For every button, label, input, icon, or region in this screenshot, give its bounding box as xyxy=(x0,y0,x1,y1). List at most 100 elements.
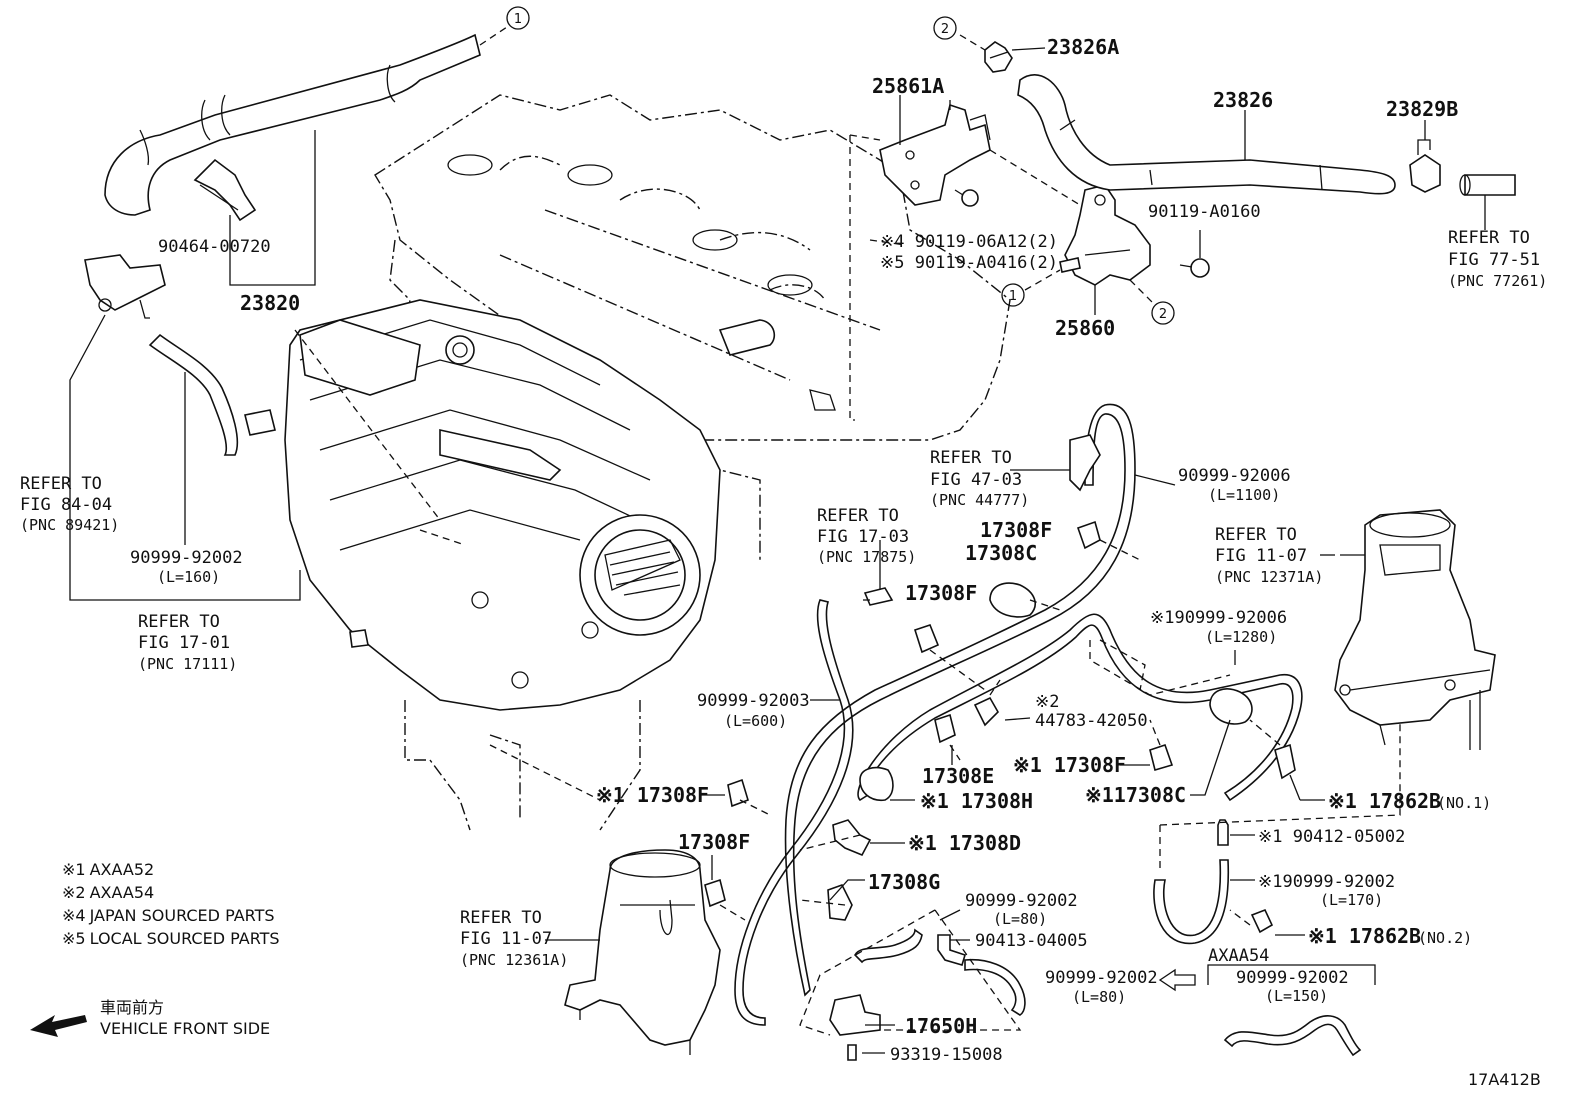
ref-47-03-l2: FIG 47-03 xyxy=(930,470,1022,490)
label-17308f-3: ※1 17308F xyxy=(1013,753,1126,777)
vehicle-front-arrow xyxy=(30,1015,87,1037)
ref-84-04-l3: (PNC 89421) xyxy=(20,516,119,534)
hose-23820 xyxy=(104,24,511,216)
label-17308h: ※1 17308H xyxy=(920,789,1033,813)
label-90119-06a12: ※4 90119-06A12(2) xyxy=(880,232,1058,252)
label-17308g: 17308G xyxy=(868,870,940,894)
ref-84-04-l1: REFER TO xyxy=(20,474,102,494)
label-90464-00720: 90464-00720 xyxy=(158,237,271,257)
label-23820: 23820 xyxy=(240,291,300,315)
leader-lines xyxy=(700,100,1335,1054)
ref-77-51-l3: (PNC 77261) xyxy=(1448,272,1547,290)
clamp-90464-00720 xyxy=(193,158,257,222)
label-92002c-len: (L=80) xyxy=(993,910,1047,928)
clip-17308d xyxy=(832,819,872,857)
label-17862b-2: ※1 17862B xyxy=(1308,924,1421,948)
vsv-17650h xyxy=(829,994,881,1036)
label-17650h: 17650H xyxy=(905,1014,977,1038)
label-92003-len: (L=600) xyxy=(724,712,787,730)
engine-mount-left xyxy=(564,849,721,1055)
hollow-arrow xyxy=(1158,968,1196,992)
ref-17-01-l3: (PNC 17111) xyxy=(138,655,237,673)
fitting-90412 xyxy=(1217,819,1229,846)
label-90119-a0160: 90119-A0160 xyxy=(1148,202,1261,222)
clip-44783 xyxy=(973,696,999,727)
ref-17-03-l1: REFER TO xyxy=(817,506,899,526)
ref-11-07a-l2: FIG 11-07 xyxy=(1215,546,1307,566)
label-92002d-len: (L=80) xyxy=(1072,988,1126,1006)
ref-17-03-l3: (PNC 17875) xyxy=(817,548,916,566)
label-17862b-1-no: (NO.1) xyxy=(1437,794,1491,812)
fitting-90413 xyxy=(937,934,966,966)
label-17862b-2-no: (NO.2) xyxy=(1418,929,1472,947)
label-17308f-4: ※1 17308F xyxy=(596,783,709,807)
bolt-90119-06a12 xyxy=(954,189,979,207)
clips-fittings xyxy=(704,434,1296,1061)
label-17862b-1: ※1 17862B xyxy=(1328,789,1441,813)
label-92006-len: (L=1100) xyxy=(1208,486,1280,504)
ref-77-51-l2: FIG 77-51 xyxy=(1448,250,1540,270)
ref-47-03-l3: (PNC 44777) xyxy=(930,491,1029,509)
label-17308f-5: 17308F xyxy=(678,830,750,854)
part-labels: 23826A 25861A 23826 23829B 90119-A0160 ※… xyxy=(20,35,1547,1065)
label-44783-mark: ※2 xyxy=(1035,692,1059,712)
bolt-90119-a0160 xyxy=(1179,258,1210,278)
label-17308d: ※1 17308D xyxy=(908,831,1021,855)
label-92006b: ※190999-92006 xyxy=(1150,608,1287,628)
clip-17308f-2 xyxy=(913,624,940,654)
label-92002e-len: (L=150) xyxy=(1265,987,1328,1005)
clamp-23829b xyxy=(1409,139,1441,193)
label-92002d: 90999-92002 xyxy=(1045,968,1158,988)
label-23829b: 23829B xyxy=(1386,97,1458,121)
fitting-17-03 xyxy=(863,587,894,606)
clip-17308g xyxy=(827,884,853,921)
direction-jp: 車両前方 xyxy=(100,998,164,1017)
direction-en: VEHICLE FRONT SIDE xyxy=(100,1019,270,1038)
clip-17862b-1 xyxy=(1274,743,1296,780)
label-92002c: 90999-92002 xyxy=(965,891,1078,911)
dashed-leaders xyxy=(294,329,1401,1036)
label-17308e: 17308E xyxy=(922,764,994,788)
ref-11-07a-l3: (PNC 12371A) xyxy=(1215,568,1323,586)
clamp-17308h xyxy=(859,766,894,802)
label-17308f-2: 17308F xyxy=(905,581,977,605)
vsv-25860 xyxy=(1059,184,1151,286)
clip-17308f-5 xyxy=(704,878,726,908)
pipe-stub xyxy=(1464,174,1516,196)
clip-17308e xyxy=(934,713,956,744)
label-92002-l160-len: (L=160) xyxy=(157,568,220,586)
label-93319: 93319-15008 xyxy=(890,1045,1003,1065)
label-axaa54: AXAA54 xyxy=(1208,946,1269,966)
svg-text:2: 2 xyxy=(941,22,949,37)
ref-47-03-l1: REFER TO xyxy=(930,448,1012,468)
ref-11-07b-l1: REFER TO xyxy=(460,908,542,928)
label-17308f-1: 17308F xyxy=(980,518,1052,542)
label-92002-l160: 90999-92002 xyxy=(130,548,243,568)
vacuum-hoses xyxy=(734,403,1362,1057)
diagram-code: 17A412B xyxy=(1468,1070,1541,1089)
clip-17862b-2 xyxy=(1250,908,1274,934)
label-92003: 90999-92003 xyxy=(697,691,810,711)
clamp-23826a xyxy=(984,41,1013,73)
intake-manifold xyxy=(244,299,721,711)
ref-17-03-l2: FIG 17-03 xyxy=(817,527,909,547)
label-23826a: 23826A xyxy=(1047,35,1119,59)
ref-11-07b-l3: (PNC 12361A) xyxy=(460,951,568,969)
svg-text:2: 2 xyxy=(1159,307,1167,322)
svg-text:1: 1 xyxy=(1009,289,1017,304)
label-92002b-len: (L=170) xyxy=(1320,891,1383,909)
label-25861a: 25861A xyxy=(872,74,944,98)
clamp-17308c-1 xyxy=(989,582,1036,618)
hose-23826 xyxy=(1017,74,1396,195)
label-23826: 23826 xyxy=(1213,88,1273,112)
label-17308c-2: ※117308C xyxy=(1085,783,1186,807)
ref-17-01-l1: REFER TO xyxy=(138,612,220,632)
clip-17308f-4 xyxy=(727,778,749,808)
label-90119-a0416: ※5 90119-A0416(2) xyxy=(880,253,1058,273)
hose-92002-l160 xyxy=(148,333,239,456)
callout-circles: 1 2 1 2 xyxy=(506,6,1175,325)
